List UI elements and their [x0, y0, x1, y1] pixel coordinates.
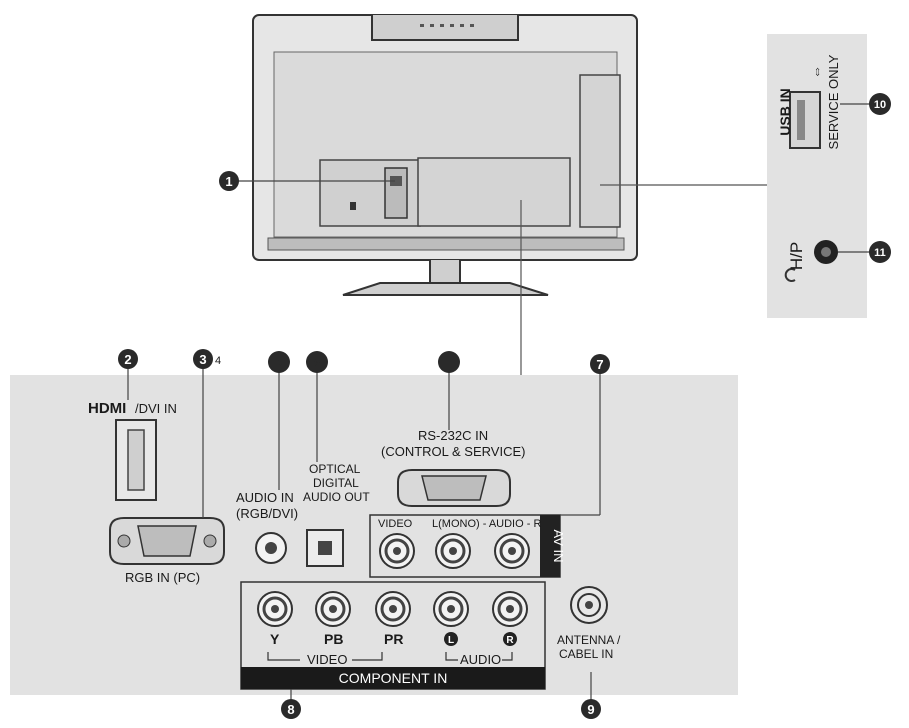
hdmi-logo: HDMI — [88, 400, 126, 417]
rs232c-port — [397, 469, 511, 507]
component-in-label: COMPONENT IN — [339, 670, 448, 686]
av-audio-l-jack — [435, 533, 471, 569]
callout-9: 9 — [581, 699, 601, 719]
callout-3: 3 — [193, 349, 213, 369]
service-only-label: SERVICE ONLY — [826, 54, 841, 149]
callout-2-label: 2 — [124, 352, 131, 367]
hp-label: H/P — [787, 242, 806, 270]
cabel-in-label: CABEL IN — [559, 647, 613, 661]
callout-5: 5 — [268, 351, 290, 373]
component-r-label: R — [506, 635, 514, 646]
av-video-jack — [379, 533, 415, 569]
hdmi-dvi-in-label: /DVI IN — [135, 401, 177, 416]
component-pb-label: PB — [324, 631, 343, 647]
antenna-label: ANTENNA / — [557, 633, 621, 647]
av-audio-r-jack — [494, 533, 530, 569]
component-audio-l-jack — [433, 591, 469, 627]
callout-9-label: 9 — [587, 702, 594, 717]
callout-4-label: 4 — [215, 355, 221, 367]
callout-8-label: 8 — [287, 702, 294, 717]
component-y-label: Y — [270, 631, 280, 647]
tv-back — [252, 14, 638, 296]
rgb-port — [109, 517, 225, 565]
callout-8: 8 — [281, 699, 301, 719]
callout-1-label: 1 — [225, 174, 232, 189]
callout-10: 10 — [869, 93, 891, 115]
optical-label: OPTICAL — [309, 462, 361, 476]
callout-rs232 — [438, 351, 460, 373]
callout-11-label: 11 — [874, 247, 886, 259]
audio-in-label: AUDIO IN — [236, 490, 294, 505]
component-audio-r-jack — [492, 591, 528, 627]
component-audio-label: AUDIO — [460, 652, 501, 667]
component-video-label: VIDEO — [307, 652, 347, 667]
callout-5-label: 5 — [276, 357, 282, 369]
callout-7: 7 — [590, 354, 610, 374]
headphone-icon — [784, 268, 796, 282]
rs232c-label: RS-232C IN — [418, 428, 488, 443]
usb-icon: ⇔ — [808, 65, 824, 79]
component-y-jack — [257, 591, 293, 627]
callout-7-label: 7 — [596, 357, 603, 372]
audio-in-rgb-dvi-label: (RGB/DVI) — [236, 506, 298, 521]
audio-out-label: AUDIO OUT — [303, 490, 370, 504]
component-pr-jack — [375, 591, 411, 627]
component-pb-jack — [315, 591, 351, 627]
callout-3-label: 3 — [199, 352, 206, 367]
leader-lines — [127, 103, 870, 702]
av-in-label: AV IN — [551, 530, 566, 563]
av-video-label: VIDEO — [378, 518, 413, 530]
digital-label: DIGITAL — [313, 476, 359, 490]
antenna-port — [570, 586, 608, 624]
callout-6: 6 — [306, 351, 328, 373]
av-audio-label: L(MONO) - AUDIO - R — [432, 518, 541, 530]
usb-in-label: USB IN — [777, 88, 793, 135]
callout-2: 2 — [118, 349, 138, 369]
callout-6-label: 6 — [314, 357, 320, 369]
side-panel — [767, 34, 867, 318]
rgb-in-label: RGB IN (PC) — [125, 570, 200, 585]
component-l-label: L — [448, 635, 454, 646]
component-pr-label: PR — [384, 631, 403, 647]
rs232c-sub-label: (CONTROL & SERVICE) — [381, 444, 525, 459]
callout-11: 11 — [869, 241, 891, 263]
callout-1: 1 — [219, 171, 239, 191]
callout-10-label: 10 — [874, 99, 886, 111]
